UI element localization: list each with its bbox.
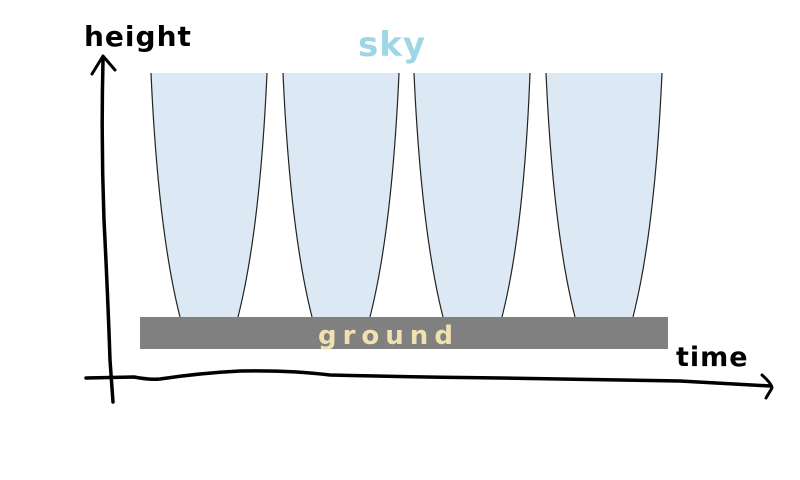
sky-column-4: [546, 73, 662, 317]
sky-column-1: [151, 73, 267, 317]
ground-label: ground: [318, 321, 459, 351]
sky-columns: [150, 72, 663, 318]
sky-column-4-right-edge: [632, 72, 663, 318]
y-axis: [100, 58, 115, 404]
sky-column-2-right-edge: [369, 72, 400, 318]
sky-column-2-left-edge: [282, 72, 313, 318]
sky-column-4-left-edge: [545, 72, 576, 318]
ground-bar: [140, 317, 668, 349]
x-axis-label: time: [676, 342, 749, 373]
y-axis-arrowhead-icon: [90, 54, 117, 76]
sky-column-1-right-edge: [237, 72, 268, 318]
y-axis-label: height: [84, 20, 192, 53]
sky-column-3: [414, 73, 530, 317]
sky-column-3-left-edge: [413, 72, 444, 318]
sky-column-3-right-edge: [501, 72, 531, 318]
sky-column-1-left-edge: [150, 72, 181, 318]
x-axis-arrowhead-icon: [760, 373, 774, 400]
sky-column-2: [283, 73, 399, 317]
x-axis: [84, 369, 772, 388]
sky-label: sky: [358, 25, 426, 65]
